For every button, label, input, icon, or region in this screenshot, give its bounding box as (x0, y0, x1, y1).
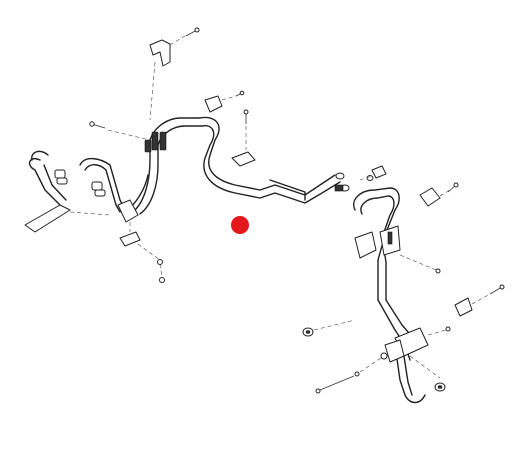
bracket-icon (454, 284, 505, 317)
clip-icon (204, 90, 245, 113)
bolt-icon (185, 27, 200, 37)
right-tube-assembly (353, 187, 426, 404)
bracket-icon (419, 187, 451, 207)
grommet-icon (54, 169, 106, 197)
central-tube-assembly (199, 116, 350, 204)
left-tube-bundle (79, 117, 203, 223)
nut-icon (315, 352, 388, 394)
left-j-tube (24, 150, 111, 233)
upper-left-bracket (149, 27, 200, 121)
right-clamp-block (384, 326, 451, 379)
grommet-icon (302, 319, 446, 392)
bolt-icon (231, 109, 256, 167)
bolt-icon (89, 121, 151, 141)
highlight-marker-dot (231, 216, 249, 234)
nut-icon (137, 243, 165, 283)
right-upper-fittings (359, 165, 387, 181)
bolt-icon (399, 182, 459, 274)
bracket-icon (119, 222, 141, 247)
